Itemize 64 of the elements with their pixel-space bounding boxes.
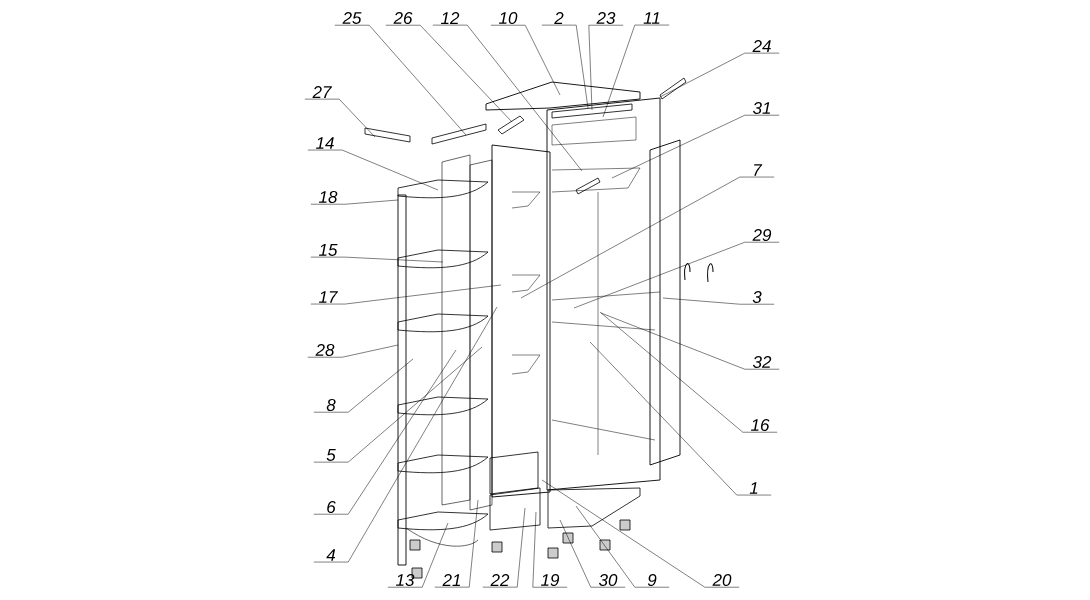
leader-line — [600, 312, 780, 370]
callout-number: 17 — [319, 291, 338, 303]
leader-line — [313, 349, 457, 515]
leader-line — [385, 24, 513, 123]
callout-number: 11 — [643, 12, 660, 24]
callout-number: 26 — [393, 12, 413, 25]
leader-line — [313, 306, 498, 563]
leader-line — [611, 114, 780, 179]
leader-line — [588, 24, 624, 111]
callout-number: 24 — [752, 40, 771, 52]
leader-line — [520, 176, 775, 299]
callout-number: 2 — [554, 12, 564, 24]
callout-number: 31 — [752, 102, 770, 115]
callout-number: 3 — [752, 291, 762, 304]
callout-number: 13 — [396, 574, 415, 587]
callout-number: 29 — [752, 229, 772, 242]
callout-number: 25 — [342, 12, 362, 25]
leader-line — [573, 241, 780, 309]
callout-number: 8 — [326, 399, 336, 412]
leader-line — [307, 149, 439, 191]
callout-number: 20 — [712, 574, 732, 587]
leader-line — [304, 98, 376, 138]
callout-number: 18 — [319, 191, 338, 203]
callout-number: 27 — [312, 86, 332, 98]
callout-number: 21 — [442, 574, 460, 586]
leader-line — [313, 358, 414, 413]
leader-line — [307, 344, 399, 358]
leader-line — [310, 256, 444, 263]
leader-line — [662, 297, 775, 305]
callout-number: 9 — [647, 574, 657, 587]
callout-number: 22 — [490, 574, 510, 586]
callout-number: 32 — [752, 356, 772, 369]
leader-line — [532, 511, 568, 588]
leader-line — [541, 479, 740, 588]
callout-number: 15 — [319, 244, 338, 256]
callout-number: 30 — [598, 574, 618, 587]
callout-number: 14 — [316, 137, 334, 149]
leader-line — [589, 341, 772, 496]
leader-line — [432, 24, 583, 172]
callout-number: 16 — [751, 419, 770, 432]
leader-line — [659, 52, 780, 98]
leader-line — [599, 311, 778, 433]
leader-line — [541, 24, 589, 109]
leader-line — [313, 346, 483, 463]
leader-line — [575, 505, 670, 588]
leader-line — [434, 499, 479, 588]
leader-line — [310, 199, 399, 205]
callout-number: 19 — [541, 574, 560, 587]
callout-number: 6 — [327, 501, 336, 514]
leader-line — [334, 24, 467, 136]
leader-line — [490, 24, 561, 96]
callout-number: 5 — [326, 449, 336, 461]
leader-line — [482, 507, 526, 588]
callout-number: 12 — [441, 12, 460, 24]
leader-line — [310, 284, 502, 305]
callout-number: 28 — [315, 344, 335, 357]
callout-number: 1 — [749, 482, 758, 494]
callout-number: 7 — [754, 164, 763, 176]
leader-line — [602, 24, 670, 118]
leader-line — [559, 519, 626, 588]
leader-line — [387, 522, 449, 588]
callout-number: 4 — [326, 549, 336, 561]
callout-number: 10 — [499, 12, 518, 25]
callout-number: 23 — [596, 12, 616, 25]
